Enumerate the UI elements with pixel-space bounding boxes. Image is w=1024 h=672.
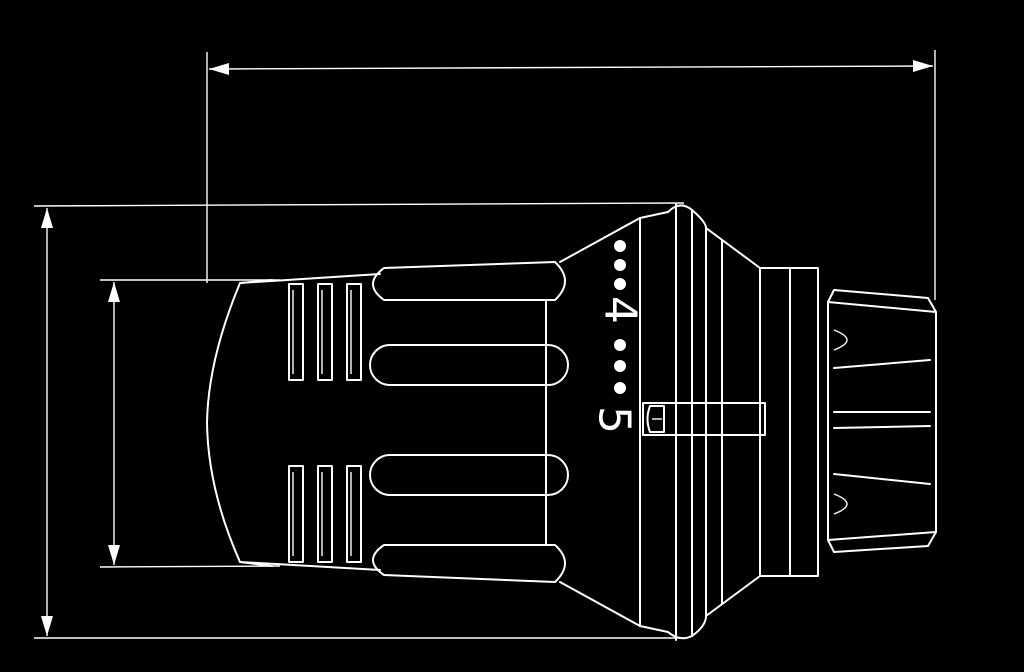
scale-dot-icon: [614, 360, 626, 372]
slot: [317, 283, 333, 381]
dimension-arrowhead-icon: [913, 60, 933, 72]
grip-ribs: [369, 261, 569, 583]
scale-dot-icon: [614, 278, 626, 290]
dimension-arrowhead-icon: [41, 616, 53, 636]
slots-lower: [288, 465, 362, 563]
nut-facet: [827, 301, 937, 313]
body-bottom-contour: [239, 561, 381, 571]
thermostat-body: 4 5: [206, 203, 937, 641]
dimension-arrowhead-icon: [209, 63, 229, 75]
grip-rib: [369, 344, 569, 386]
outer-height-dimension: [33, 202, 685, 639]
dimension-arrowhead-icon: [108, 282, 120, 302]
index-pointer: [642, 402, 766, 436]
grip-rib: [372, 261, 566, 301]
scale-dot-icon: [614, 240, 626, 252]
index-pointer-tip: [646, 405, 665, 433]
setting-scale: 4 5: [589, 240, 646, 434]
scale-digit-4: 4: [595, 296, 646, 324]
nut-chamfer: [833, 493, 848, 515]
nut-facet: [833, 473, 931, 485]
dimension-lines: [33, 50, 936, 639]
nut-chamfer: [833, 329, 848, 351]
index-pointer-bar: [642, 402, 766, 436]
end-cap-outline: [206, 279, 273, 567]
slot: [288, 465, 304, 563]
grip-rib: [369, 454, 569, 496]
grip-rib: [372, 544, 566, 583]
neck-taper: [705, 227, 761, 617]
scale-digit-5: 5: [589, 406, 640, 434]
slot: [317, 465, 333, 563]
extension-line-bottom: [99, 565, 281, 568]
nut-facet: [833, 425, 931, 429]
body-top-contour: [239, 273, 381, 284]
scale-dot-icon: [614, 259, 626, 271]
inner-height-dimension: [99, 279, 281, 568]
union-nut-outline: [827, 289, 937, 553]
slots-upper: [288, 283, 362, 381]
scale-ring-outline: [559, 204, 707, 640]
dimension-arrowhead-icon: [108, 545, 120, 565]
length-dimension-line: [208, 65, 934, 70]
union-nut: [827, 289, 937, 553]
slot: [346, 465, 362, 563]
nut-facet: [827, 531, 937, 541]
extension-line-top: [33, 202, 685, 207]
scale-dot-icon: [614, 339, 626, 351]
scale-dot-icon: [614, 382, 626, 394]
slot: [346, 283, 362, 381]
nut-facet: [833, 359, 931, 369]
slot: [288, 283, 304, 381]
length-dimension: [206, 50, 936, 300]
dimension-arrowhead-icon: [41, 208, 53, 228]
